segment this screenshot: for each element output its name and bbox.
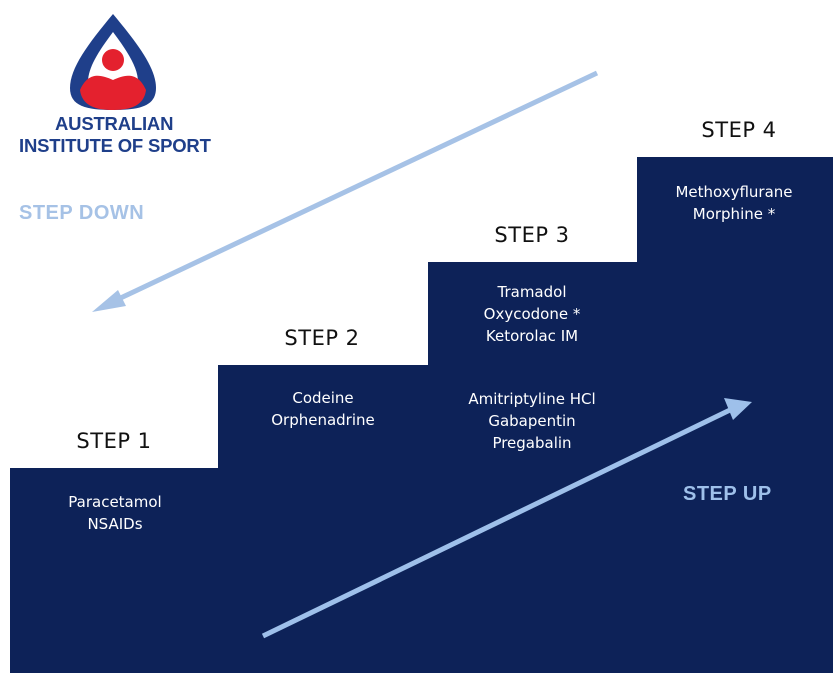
drug-item: Pregabalin: [492, 434, 572, 452]
step-up-arrow: [261, 398, 752, 639]
drug-item: Codeine: [292, 389, 354, 407]
step-2-label: STEP 2: [284, 326, 360, 350]
drug-item: Amitriptyline HCl: [468, 390, 596, 408]
staircase-shape: [10, 157, 833, 673]
step-3-adjuvants: Amitriptyline HCl Gabapentin Pregabalin: [432, 388, 632, 454]
drug-item: NSAIDs: [87, 515, 143, 533]
drug-item: Methoxyflurane: [675, 183, 793, 201]
step-3-drugs: Tramadol Oxycodone * Ketorolac IM: [432, 281, 632, 347]
logo-line-2: INSTITUTE OF SPORT: [19, 135, 211, 156]
drug-item: Morphine *: [692, 205, 776, 223]
drug-item: Tramadol: [497, 283, 567, 301]
logo-line-1: AUSTRALIAN: [55, 113, 174, 134]
drug-item: Gabapentin: [488, 412, 576, 430]
step-1-drugs: Paracetamol NSAIDs: [15, 491, 215, 535]
step-up-label: STEP UP: [683, 483, 772, 505]
drug-item: Paracetamol: [68, 493, 162, 511]
step-down-arrow: [92, 70, 599, 312]
step-3-label: STEP 3: [494, 223, 570, 247]
step-2-drugs: Codeine Orphenadrine: [223, 387, 423, 431]
drug-item: Oxycodone *: [483, 305, 581, 323]
step-down-label: STEP DOWN: [19, 202, 145, 224]
step-4-drugs: Methoxyflurane Morphine *: [634, 181, 833, 225]
drug-item: Ketorolac IM: [485, 327, 579, 345]
step-1-label: STEP 1: [76, 429, 152, 453]
step-up-arrowhead: [724, 398, 752, 420]
step-4-label: STEP 4: [701, 118, 777, 142]
step-down-arrowhead: [92, 290, 126, 312]
ais-logo: [58, 10, 168, 115]
ais-logo-emblem: [70, 14, 156, 110]
drug-item: Orphenadrine: [271, 411, 375, 429]
